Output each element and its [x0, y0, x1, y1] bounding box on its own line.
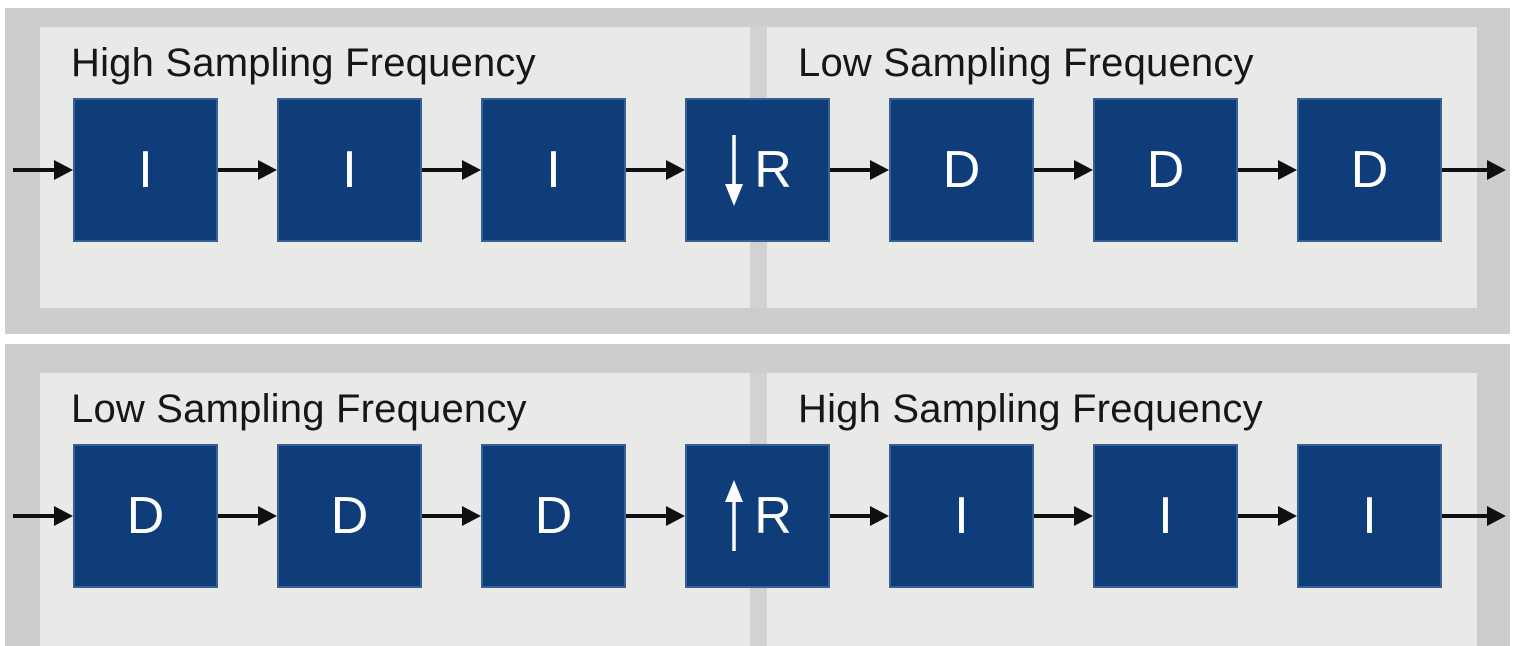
- block-label: D: [534, 487, 573, 545]
- flow-arrow: [218, 514, 258, 518]
- flow-arrow: [1238, 168, 1278, 172]
- top-right-panel-title: Low Sampling Frequency: [798, 41, 1254, 85]
- block-label: R: [754, 487, 792, 545]
- process-block-i: I: [1297, 444, 1442, 588]
- process-block-i: I: [73, 98, 218, 242]
- flow-arrow: [1034, 168, 1074, 172]
- flow-arrow: [422, 514, 462, 518]
- flow-arrow-input: [13, 168, 54, 172]
- process-block-i: I: [1093, 444, 1238, 588]
- block-label: D: [1146, 141, 1185, 199]
- process-block-d: D: [277, 444, 422, 588]
- flow-arrow: [830, 514, 870, 518]
- down-arrow-icon: [725, 135, 744, 206]
- block-label: D: [942, 141, 981, 199]
- block-label: I: [546, 141, 561, 199]
- upsampler-block: R: [685, 444, 830, 588]
- process-block-d: D: [889, 98, 1034, 242]
- bottom-left-panel-title: Low Sampling Frequency: [71, 387, 527, 431]
- flow-arrow: [422, 168, 462, 172]
- block-label: I: [342, 141, 357, 199]
- flow-arrow: [1034, 514, 1074, 518]
- block-label: I: [1158, 487, 1173, 545]
- downsampler-block: R: [685, 98, 830, 242]
- flow-arrow: [626, 514, 666, 518]
- process-block-i: I: [277, 98, 422, 242]
- process-block-i: I: [481, 98, 626, 242]
- flow-arrow-output: [1442, 514, 1487, 518]
- flow-arrow: [830, 168, 870, 172]
- bottom-right-panel-title: High Sampling Frequency: [798, 387, 1263, 431]
- flow-arrow: [218, 168, 258, 172]
- flow-arrow-input: [13, 514, 54, 518]
- block-label: D: [126, 487, 165, 545]
- flow-arrow: [1238, 514, 1278, 518]
- block-label: D: [1350, 141, 1389, 199]
- block-label: I: [138, 141, 153, 199]
- block-label: D: [330, 487, 369, 545]
- process-block-d: D: [1297, 98, 1442, 242]
- process-block-d: D: [73, 444, 218, 588]
- block-label: I: [1362, 487, 1377, 545]
- flow-arrow: [626, 168, 666, 172]
- process-block-d: D: [1093, 98, 1238, 242]
- top-left-panel-title: High Sampling Frequency: [71, 41, 536, 85]
- flow-arrow-output: [1442, 168, 1487, 172]
- block-label: R: [754, 141, 792, 199]
- block-label: I: [954, 487, 969, 545]
- up-arrow-icon: [725, 480, 744, 551]
- process-block-d: D: [481, 444, 626, 588]
- process-block-i: I: [889, 444, 1034, 588]
